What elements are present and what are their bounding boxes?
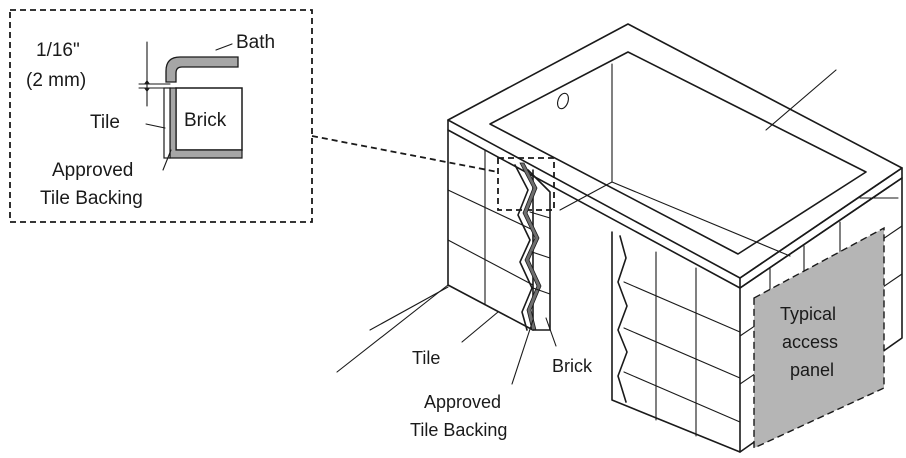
bath-rim-section (165, 56, 239, 83)
brick-joint-2 (531, 251, 551, 259)
detail-brick-label: Brick (184, 110, 227, 131)
brick-joint-3 (532, 287, 551, 295)
detail-bath-label: Bath (236, 32, 275, 53)
main-backing-label-line2: Tile Backing (410, 420, 507, 440)
dimension-arrow-up (144, 88, 150, 92)
leader-tile (145, 123, 166, 129)
front-tile-joint-h2 (623, 327, 741, 379)
bath-rim-top (447, 23, 903, 279)
leader-main-backing (511, 319, 534, 385)
detail-tile-layer (163, 87, 171, 159)
detail-backing-label-line1: Approved (52, 160, 133, 181)
gap-metric-label: (2 mm) (26, 70, 86, 91)
tile-joint-h1 (447, 189, 534, 231)
leader-main-tile (461, 311, 499, 343)
front-tile-joint-h1 (623, 281, 741, 333)
gap-fraction-label: 1/16" (36, 40, 80, 61)
brick-course-face (527, 169, 551, 331)
detail-backing-label-line2: Tile Backing (40, 188, 143, 209)
bath-basin-opening (489, 51, 867, 255)
break-line-tile (514, 164, 533, 331)
main-brick-label: Brick (552, 356, 593, 376)
panel-label-line2: access (782, 332, 838, 352)
panel-label-line3: panel (790, 360, 834, 380)
overflow-drain-icon (557, 92, 569, 110)
break-tile-backing (519, 162, 542, 331)
tile-joint-h2 (447, 239, 534, 286)
floor-line-left (336, 284, 449, 373)
callout-box (497, 157, 555, 211)
main-tile-label: Tile (412, 348, 440, 368)
dimension-arrow-down (144, 80, 150, 84)
leader-bath (215, 43, 233, 51)
bath-assembly (336, 23, 903, 453)
main-backing-label-line1: Approved (424, 392, 501, 412)
front-tile-joint-h3 (623, 371, 741, 423)
callout-connector (311, 135, 499, 173)
detail-inset: 1/16" (2 mm) Bath Tile Brick Approved Ti… (9, 9, 313, 223)
front-break-line (617, 235, 628, 403)
leader-main-brick (545, 317, 557, 347)
basin-floor-edge (611, 181, 791, 257)
front-wall (611, 231, 741, 453)
detail-brick-block (175, 87, 243, 151)
access-panel (753, 226, 885, 450)
basin-floor-edge-left (559, 181, 613, 211)
panel-label-line1: Typical (780, 304, 836, 324)
detail-tile-label: Tile (90, 112, 120, 133)
floor-line-left-2 (369, 286, 449, 331)
leader-backing (162, 149, 172, 171)
wall-line-right (765, 69, 837, 131)
brick-joint-1 (529, 211, 551, 219)
bath-rim-front-edge (447, 119, 741, 289)
detail-frame (9, 9, 313, 223)
